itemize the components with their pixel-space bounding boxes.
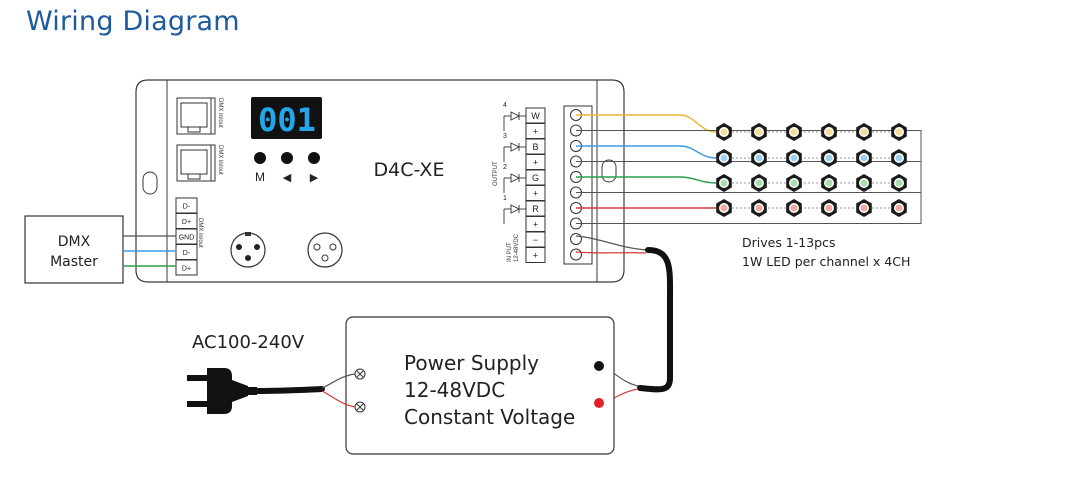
channel-number-2: 2 <box>503 164 507 171</box>
led-note-line1: Drives 1-13pcs <box>742 235 836 250</box>
led-icon <box>716 123 732 141</box>
diode-icon <box>503 111 526 131</box>
dmx-terminal-label-4: D+ <box>182 266 191 273</box>
led-icon <box>716 149 732 167</box>
xlr-female-connector <box>307 232 343 268</box>
led-icon <box>751 199 767 217</box>
channel-number-3: 3 <box>503 133 507 140</box>
led-icon <box>891 199 907 217</box>
led-icon <box>856 123 872 141</box>
right-mount-slot <box>601 159 617 183</box>
led-wire-minus <box>576 114 717 133</box>
rj45-label-1: DMX in/out <box>217 98 223 128</box>
led-icon <box>821 174 837 192</box>
led-icon <box>786 174 802 192</box>
psu-line2: 12-48VDC <box>404 378 505 402</box>
dmx-terminal-label-0: D- <box>183 204 191 211</box>
ac-voltage-label: AC100-240V <box>192 332 305 353</box>
led-array <box>716 123 908 217</box>
dmx-terminal-label-2: GND <box>179 235 195 242</box>
output-terminal <box>525 247 546 263</box>
led-icon <box>856 174 872 192</box>
rj45-port-1 <box>176 97 216 135</box>
led-display <box>251 97 322 139</box>
dmx-terminal-label-3: D- <box>183 250 191 257</box>
dmx-master-box <box>24 215 124 284</box>
psu-line1: Power Supply <box>404 351 539 375</box>
led-icon <box>716 174 732 192</box>
dmx-terminal-block: D- D+ GND D- D+ <box>175 197 198 276</box>
xlr-male-connector <box>230 232 266 268</box>
led-icon <box>891 174 907 192</box>
screw-terminal <box>570 233 582 245</box>
led-icon <box>751 149 767 167</box>
output-terminal-label-7: + <box>533 220 538 230</box>
diode-icon <box>503 204 526 224</box>
led-icon <box>891 149 907 167</box>
dmx-master-line2: Master <box>50 254 98 270</box>
channel-number-1: 1 <box>503 195 507 202</box>
input-voltage-label: 12-48VDC <box>514 233 520 262</box>
led-icon <box>751 123 767 141</box>
led-icon <box>821 123 837 141</box>
controller: DMX in/out DMX in/out 001 M ◀ ▶ D4C-XE <box>135 79 625 283</box>
diode-icon <box>503 173 526 193</box>
dmx-wires <box>123 235 176 267</box>
ac-cable <box>253 373 356 408</box>
output-terminal-label-4: G <box>532 173 539 183</box>
button-right[interactable] <box>308 152 320 164</box>
button-label-right: ▶ <box>310 172 319 184</box>
psu-negative-terminal <box>594 361 604 371</box>
output-terminal-block: W 4 + B 3 + G 2 + R 1 + − + <box>503 102 546 263</box>
button-label-m: M <box>255 170 265 184</box>
dmx-terminal-label: DMX in/out <box>197 218 203 248</box>
screw-terminal <box>570 248 582 261</box>
led-icon <box>856 149 872 167</box>
led-wire-minus <box>576 145 717 159</box>
button-m[interactable] <box>254 152 266 164</box>
output-terminal-label-2: B <box>532 142 538 152</box>
led-icon <box>786 199 802 217</box>
led-note-line2: 1W LED per channel x 4CH <box>742 254 910 269</box>
led-icon <box>821 199 837 217</box>
led-icon <box>856 199 872 217</box>
diode-icon <box>503 142 526 162</box>
psu-line3: Constant Voltage <box>404 405 575 429</box>
led-icon <box>891 123 907 141</box>
page-title: Wiring Diagram <box>26 6 240 37</box>
led-wires <box>576 114 922 224</box>
dmx-terminal <box>175 259 198 276</box>
rj45-port-2 <box>176 144 216 182</box>
led-icon <box>786 149 802 167</box>
output-terminal-label-8: − <box>533 235 538 245</box>
output-terminal-label-6: R <box>532 204 539 214</box>
button-label-left: ◀ <box>283 172 292 184</box>
dmx-terminal-label-1: D+ <box>182 219 191 226</box>
ac-plug-icon <box>187 368 257 414</box>
output-terminal-label-9: + <box>533 251 538 261</box>
led-wire-minus <box>576 176 717 184</box>
psu-positive-terminal <box>594 398 604 408</box>
led-icon <box>751 174 767 192</box>
psu-ac-terminals <box>354 368 366 413</box>
model-label: D4C-XE <box>374 159 445 181</box>
led-icon <box>716 199 732 217</box>
led-icon <box>786 123 802 141</box>
output-terminal-label-3: + <box>533 158 538 168</box>
output-terminal-label-5: + <box>533 189 538 199</box>
dmx-master-line1: DMX <box>58 234 91 250</box>
output-terminal-label-0: W <box>531 111 540 121</box>
display-value: 001 <box>258 101 316 139</box>
power-supply-box <box>345 316 615 455</box>
channel-number-4: 4 <box>503 102 507 109</box>
input-label: IN PUT <box>507 242 513 262</box>
button-left[interactable] <box>281 152 293 164</box>
rj45-label-2: DMX in/out <box>217 145 223 175</box>
output-terminal-label-1: + <box>533 127 538 137</box>
left-mount-slot <box>142 171 158 195</box>
output-label: OUTPUT <box>493 161 499 186</box>
led-icon <box>821 149 837 167</box>
